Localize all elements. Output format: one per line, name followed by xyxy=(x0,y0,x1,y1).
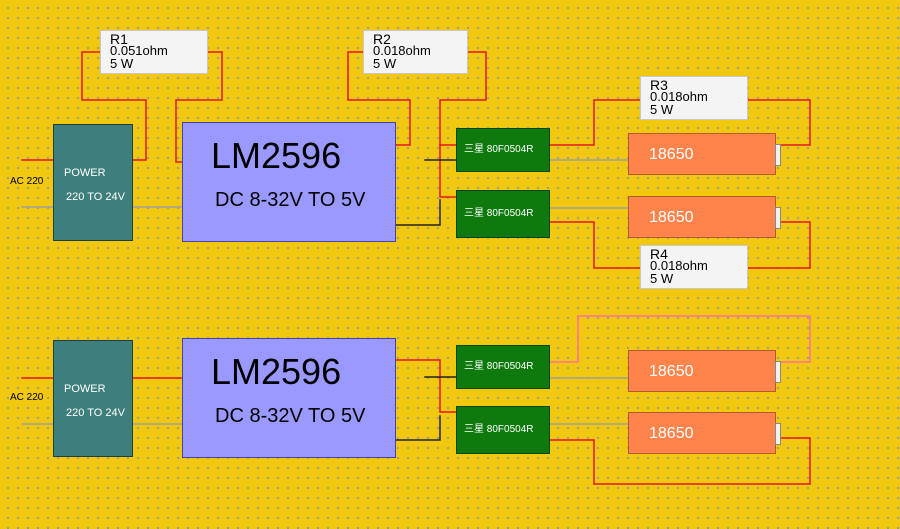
resistor-name: R4 xyxy=(650,246,668,262)
wire-chip-b-r4 xyxy=(549,221,641,269)
battery-18650[interactable]: 18650 xyxy=(628,412,781,454)
wire-r1-regulator xyxy=(175,51,223,163)
ac-input-label: AC 220 xyxy=(10,176,44,187)
resistor-value: 0.018ohm xyxy=(650,89,708,104)
battery-terminal xyxy=(775,144,781,166)
wire-r2-chips xyxy=(439,51,487,146)
resistor-power: 5 W xyxy=(650,102,674,117)
regulator-name: LM2596 xyxy=(211,135,342,176)
battery-label: 18650 xyxy=(649,425,694,442)
mosfet-chip[interactable]: 三星 80F0504R xyxy=(456,190,550,238)
chip-label: 三星 80F0504R xyxy=(464,361,534,372)
wire-r4-battery-2 xyxy=(747,221,811,269)
resistor-name: R1 xyxy=(110,31,128,47)
resistor-power: 5 W xyxy=(650,271,674,286)
resistor-r3[interactable]: R3 0.018ohm 5 W xyxy=(640,76,748,120)
battery-terminal xyxy=(775,423,781,445)
wire-chip-a-r3 xyxy=(549,99,641,146)
battery-label: 18650 xyxy=(649,209,694,226)
resistor-r4[interactable]: R4 0.018ohm 5 W xyxy=(640,245,748,289)
battery-terminal xyxy=(775,207,781,229)
battery-terminal xyxy=(775,361,781,383)
wire-regulator-chips-positive-2 xyxy=(395,359,457,413)
resistor-r1[interactable]: R1 0.051ohm 5 W xyxy=(100,30,208,74)
chip-label: 三星 80F0504R xyxy=(464,424,534,435)
power-module-rating: 220 TO 24V xyxy=(66,407,125,419)
battery-18650[interactable]: 18650 xyxy=(628,350,781,392)
battery-label: 18650 xyxy=(649,146,694,163)
resistor-power: 5 W xyxy=(373,56,397,71)
chip-label: 三星 80F0504R xyxy=(464,208,534,219)
resistor-name: R3 xyxy=(650,77,668,93)
resistor-value: 0.051ohm xyxy=(110,43,168,58)
mosfet-chip[interactable]: 三星 80F0504R xyxy=(456,406,550,454)
battery-18650[interactable]: 18650 xyxy=(628,196,781,238)
regulator-spec: DC 8-32V TO 5V xyxy=(215,405,366,427)
regulator-name: LM2596 xyxy=(211,351,342,392)
chip-label: 三星 80F0504R xyxy=(464,144,534,155)
wire-regulator-r2 xyxy=(347,51,411,146)
wire-chip-bus-positive xyxy=(439,144,457,198)
wire-chip-d-battery-4 xyxy=(549,437,811,485)
ac-input-label: AC 220 xyxy=(10,392,44,403)
resistor-value: 0.018ohm xyxy=(650,258,708,273)
wire-r3-battery-1 xyxy=(747,99,811,146)
regulator-spec: DC 8-32V TO 5V xyxy=(215,189,366,211)
wire-regulator-negative xyxy=(395,199,441,226)
battery-18650[interactable]: 18650 xyxy=(628,133,781,175)
power-module-title: POWER xyxy=(64,383,106,395)
wire-regulator-negative-2 xyxy=(395,415,441,441)
power-module-rating: 220 TO 24V xyxy=(66,191,125,203)
battery-label: 18650 xyxy=(649,363,694,380)
wire-power-out-r1 xyxy=(81,51,147,161)
resistor-value: 0.018ohm xyxy=(373,43,431,58)
power-module[interactable]: POWER 220 TO 24V xyxy=(53,124,133,241)
wire-chip-c-battery-3 xyxy=(549,315,811,363)
power-module[interactable]: POWER 220 TO 24V xyxy=(53,340,133,457)
mosfet-chip[interactable]: 三星 80F0504R xyxy=(456,128,550,172)
resistor-r2[interactable]: R2 0.018ohm 5 W xyxy=(363,30,468,74)
regulator-module[interactable]: LM2596 DC 8-32V TO 5V xyxy=(182,338,396,458)
resistor-power: 5 W xyxy=(110,56,134,71)
mosfet-chip[interactable]: 三星 80F0504R xyxy=(456,345,550,389)
resistor-name: R2 xyxy=(373,31,391,47)
power-module-title: POWER xyxy=(64,167,106,179)
regulator-module[interactable]: LM2596 DC 8-32V TO 5V xyxy=(182,122,396,242)
